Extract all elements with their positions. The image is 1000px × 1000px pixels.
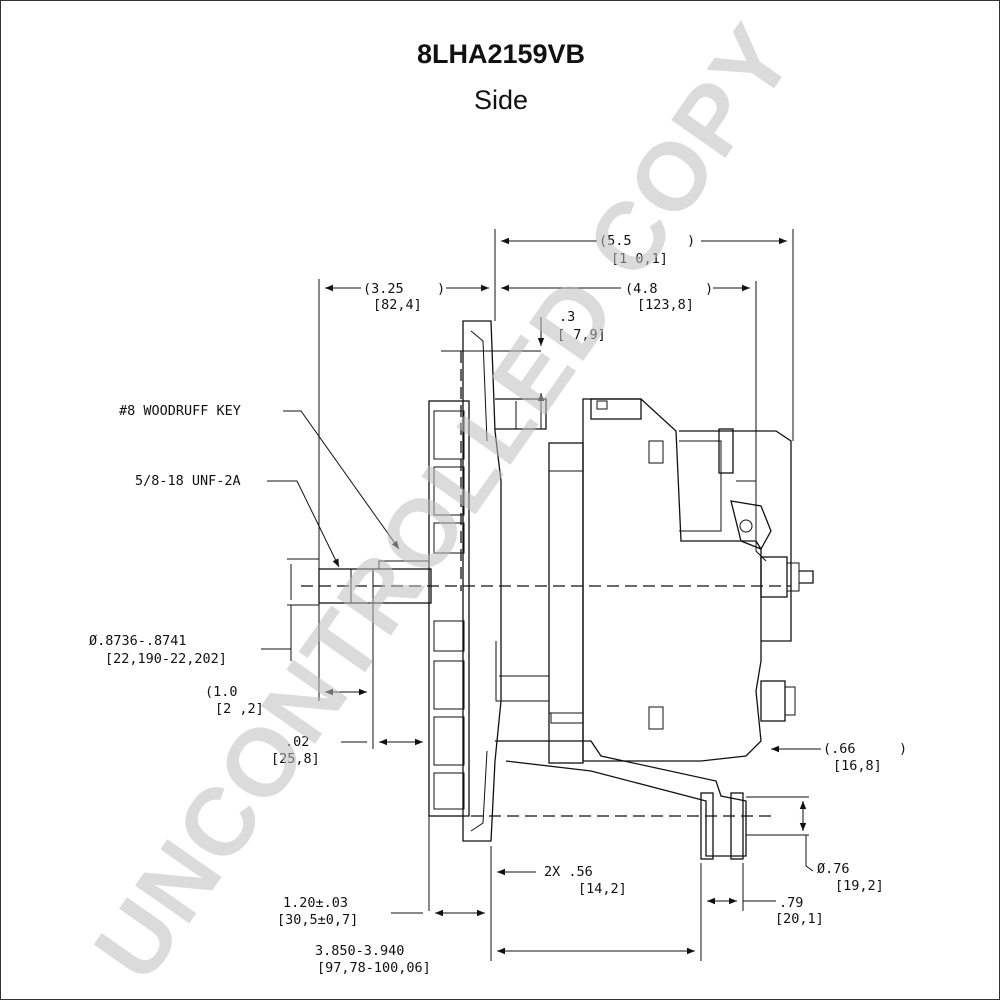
output-terminal-bottom xyxy=(760,680,796,722)
key-offset-inch: .02 xyxy=(285,734,309,750)
shaft-length-inch: (1.0 xyxy=(205,684,238,700)
front-housing xyxy=(462,320,547,842)
mount-bore-inch: Ø.76 xyxy=(817,861,850,877)
mount-bore-mm: [19,2] xyxy=(835,878,884,894)
overall-length-mm: [1 0,1] xyxy=(611,251,668,267)
terminal-offset-inch: (.66 xyxy=(823,741,856,757)
stator xyxy=(548,442,584,764)
regulator xyxy=(679,428,792,642)
terminal-offset-close: ) xyxy=(899,741,907,757)
body-length-close: ) xyxy=(705,281,713,297)
woodruff-key-label: #8 WOODRUFF KEY xyxy=(119,403,241,419)
overall-length-close: ) xyxy=(687,233,695,249)
thread-label: 5/8-18 UNF-2A xyxy=(135,473,241,489)
shaft-diameter-inch: Ø.8736-.8741 xyxy=(89,633,187,649)
front-extent-close: ) xyxy=(437,281,445,297)
output-terminal-top xyxy=(760,556,814,598)
leaders xyxy=(267,410,400,568)
ear-width-inch: .79 xyxy=(779,895,803,911)
view-subtitle: Side xyxy=(473,85,529,115)
mount-length-mm: [97,78-100,06] xyxy=(317,960,431,976)
dimension-labels: (5.5 ) [1 0,1] (3.25 ) [82,4] (4.8 ) [12… xyxy=(89,233,907,976)
mounting-foot xyxy=(495,712,747,860)
watermark: UNCONTROLLED COPY xyxy=(74,6,814,1000)
flange-offset-mm: [ 7,9] xyxy=(557,327,606,343)
terminal-offset-mm: [16,8] xyxy=(833,758,882,774)
pulley-fan xyxy=(428,400,470,817)
overall-length-inch: (5.5 xyxy=(599,233,632,249)
shaft-length-mm: [2 ,2] xyxy=(215,701,264,717)
front-extent-mm: [82,4] xyxy=(373,297,422,313)
callout-labels: #8 WOODRUFF KEY 5/8-18 UNF-2A xyxy=(119,403,241,489)
shaft-diameter-mm: [22,190-22,202] xyxy=(105,651,227,667)
rear-housing xyxy=(495,398,762,762)
key-offset-mm: [25,8] xyxy=(271,751,320,767)
mount-spacing-mm: [14,2] xyxy=(578,881,627,897)
body-length-inch: (4.8 xyxy=(625,281,658,297)
flange-thickness-inch: 1.20±.03 xyxy=(283,895,348,911)
ear-width-mm: [20,1] xyxy=(775,911,824,927)
front-extent-inch: (3.25 xyxy=(363,281,404,297)
mount-length-inch: 3.850-3.940 xyxy=(315,943,404,959)
dimension-lines xyxy=(261,237,821,955)
part-number-title: 8LHA2159VB xyxy=(416,39,586,69)
flange-offset-inch: .3 xyxy=(559,309,575,325)
extension-lines xyxy=(287,229,809,961)
body-length-mm: [123,8] xyxy=(637,297,694,313)
flange-thickness-mm: [30,5±0,7] xyxy=(277,912,358,928)
watermark-text: UNCONTROLLED COPY xyxy=(74,6,814,1000)
mount-spacing-inch: 2X .56 xyxy=(544,864,593,880)
